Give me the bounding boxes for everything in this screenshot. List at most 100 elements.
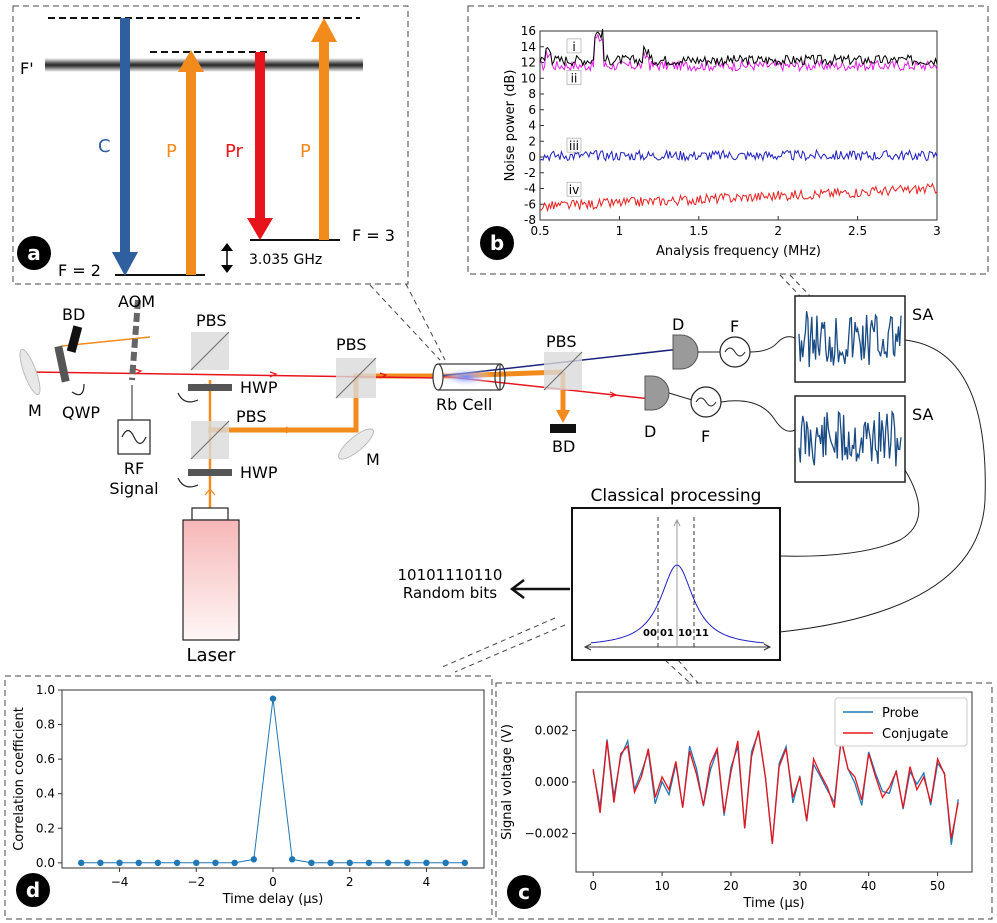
- series-label-i: i: [572, 40, 575, 54]
- mirror-mid: [338, 428, 374, 460]
- badge-a: a: [17, 236, 51, 270]
- splitting-double-arrow-icon: [221, 243, 233, 273]
- y-tick-label: -6: [524, 197, 536, 211]
- x-tick-label: −4: [111, 875, 129, 889]
- y-tick-label: 12: [521, 56, 536, 70]
- x-tick-label: 0.5: [530, 224, 549, 238]
- correlation-point: [231, 859, 238, 867]
- detector-1-label: D: [672, 315, 684, 334]
- bin-label-01: 01: [660, 628, 674, 639]
- arrow-p1: [178, 50, 204, 275]
- mirror-left-label: M: [28, 401, 42, 420]
- series-label-ii: ii: [571, 71, 578, 85]
- x-tick-label: 30: [792, 879, 807, 893]
- series-iv-line: [540, 182, 938, 213]
- x-tick-label: 4: [423, 875, 431, 889]
- x-axis-label: Analysis frequency (MHz): [656, 244, 821, 259]
- aom-label: AOM: [118, 292, 155, 311]
- y-tick-label: 16: [521, 24, 536, 38]
- arrow-c: [112, 18, 138, 276]
- level-f-prime-label: F': [20, 59, 34, 78]
- level-f3-label: F = 3: [352, 226, 395, 245]
- correlation-point: [327, 859, 334, 867]
- correlation-point: [346, 859, 353, 867]
- y-tick-label: 0: [528, 150, 536, 164]
- optical-setup: M QWP BD AOM RF Signal PBS HWP PBS HWP L…: [19, 292, 986, 666]
- output-arrow-icon: [509, 579, 570, 599]
- correlation-point: [173, 859, 181, 867]
- processing-title: Classical processing: [591, 486, 762, 506]
- qwp-rotate-icon: [71, 383, 85, 396]
- callout-lines: [369, 274, 811, 684]
- series-label-iv: iv: [569, 183, 579, 197]
- x-tick-label: −2: [187, 875, 205, 889]
- mirror-mid-label: M: [366, 450, 380, 469]
- svg-text:a: a: [27, 241, 41, 265]
- correlation-point: [461, 859, 469, 867]
- y-tick-label: −0.002: [525, 826, 569, 840]
- conjugate-line: [592, 730, 959, 844]
- beam-c-label: C: [98, 136, 111, 157]
- correlation-point: [193, 859, 200, 867]
- y-tick-label: 14: [521, 40, 536, 54]
- laser-aperture: [191, 507, 229, 521]
- filter-1-icon: [724, 347, 746, 357]
- sa-2-label: SA: [912, 405, 933, 424]
- y-tick-label: -2: [524, 166, 536, 180]
- correlation-point: [384, 859, 392, 867]
- x-tick-label: 2.5: [848, 224, 867, 238]
- correlation-point: [212, 859, 219, 867]
- aom: [129, 299, 141, 381]
- filter-1-label: F: [730, 317, 739, 336]
- y-tick-label: 10: [521, 71, 536, 85]
- rb-cell-label: Rb Cell: [436, 395, 492, 414]
- bin-label-10: 10: [678, 628, 692, 639]
- arrow-pr: [247, 52, 273, 240]
- beam-p1-label: P: [166, 141, 177, 162]
- lorentzian-curve: [590, 564, 765, 644]
- x-tick-label: 2: [774, 224, 782, 238]
- upper-level-f-prime: [45, 58, 363, 72]
- pbs-2-label: PBS: [236, 407, 267, 426]
- x-tick-label: 10: [654, 879, 669, 893]
- x-tick-label: 0: [589, 879, 597, 893]
- chart-d-frame: [61, 689, 485, 869]
- correlation-point: [423, 859, 430, 867]
- y-tick-label: 0.000: [535, 775, 569, 789]
- correlation-point: [404, 859, 411, 867]
- panel-a: F' F = 2 F = 3 3.035 GHz C P Pr: [12, 5, 409, 285]
- pbs-4-label: PBS: [546, 332, 577, 351]
- cable-sa2: [779, 469, 920, 557]
- detector-2: [644, 375, 670, 411]
- series-ii-line: [539, 33, 938, 73]
- correlation-point: [250, 856, 258, 863]
- beam-p2-label: P: [300, 141, 311, 162]
- hwp-1-rotate-icon: [177, 392, 199, 403]
- hwp-1-label: HWP: [240, 378, 278, 397]
- svg-text:b: b: [490, 231, 504, 255]
- spectrum-analyzer-1: [794, 295, 906, 383]
- splitting-label: 3.035 GHz: [249, 252, 322, 268]
- correlation-point: [308, 859, 315, 867]
- bin-label-11: 11: [695, 628, 709, 639]
- correlation-line: [81, 698, 465, 864]
- y-tick-label: 0.4: [36, 787, 55, 801]
- badge-d: d: [16, 873, 50, 907]
- detector-2-label: D: [644, 422, 656, 441]
- correlation-point: [365, 859, 373, 867]
- beam-dump-bottom: [550, 424, 576, 433]
- mirror-left: [19, 348, 41, 396]
- cable-sa1: [779, 339, 986, 633]
- laser-label: Laser: [187, 645, 237, 666]
- x-axis-label: Time (μs): [742, 896, 804, 911]
- y-tick-label: 0.6: [36, 752, 55, 766]
- x-tick-label: 3: [933, 224, 941, 238]
- sa-2-trace: [798, 409, 902, 467]
- arrow-p2: [311, 18, 337, 240]
